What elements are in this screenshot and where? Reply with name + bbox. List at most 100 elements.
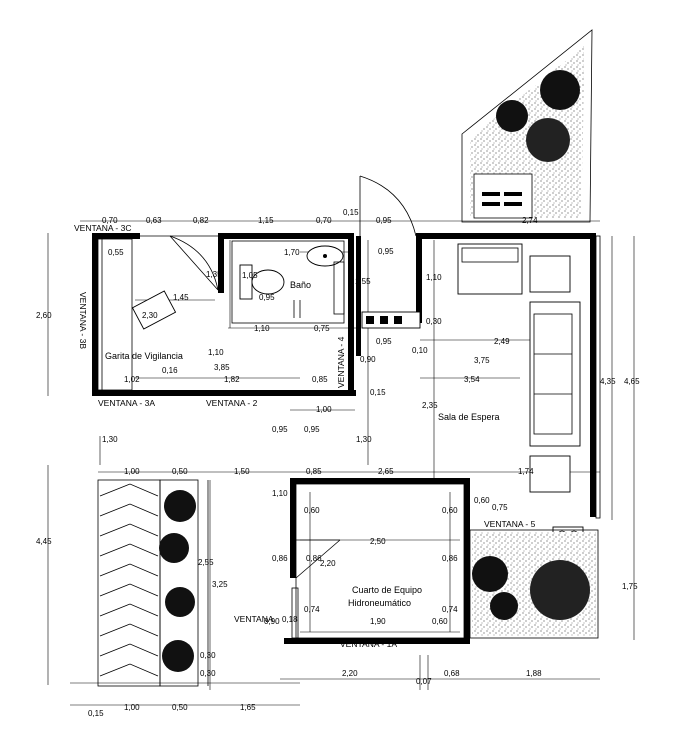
dim-text: 1,82 [224, 375, 240, 384]
dim-text: 0,10 [412, 346, 428, 355]
dim-text: 0,50 [172, 467, 188, 476]
dim-text: 1,30 [356, 435, 372, 444]
dim-text: 0,70 [316, 216, 332, 225]
dim-text: 1,02 [124, 375, 140, 384]
dim-text: 0,68 [444, 669, 460, 678]
dim-text: 0,30 [200, 651, 216, 660]
dim-text: 0,95 [259, 293, 275, 302]
dim-text: 0,60 [442, 506, 458, 515]
tree-icon [490, 592, 518, 620]
dim-text: 2,30 [142, 311, 158, 320]
dim-text: 1,10 [426, 273, 442, 282]
dim-text: 1,74 [518, 467, 534, 476]
dim-text: 3,54 [464, 375, 480, 384]
tree-icon [164, 490, 196, 522]
dim-text: 1,10 [272, 489, 288, 498]
dim-text: 0,85 [306, 467, 322, 476]
window-label-5: VENTANA - 5 [484, 519, 536, 529]
garita-room [92, 233, 356, 396]
tree-icon [165, 587, 195, 617]
tree-icon [472, 556, 508, 592]
dim-text: 2,65 [378, 467, 394, 476]
tree-icon [162, 640, 194, 672]
dimension-labels: 0,70 0,63 0,82 1,15 0,70 0,15 0,95 2,74 … [36, 208, 640, 718]
dim-text: 1,70 [284, 248, 300, 257]
dim-text: 3,25 [212, 580, 228, 589]
dim-text: 0,85 [312, 375, 328, 384]
left-garden [97, 479, 209, 687]
dimension-lines [47, 220, 635, 706]
window-label-3b: VENTANA - 3B [78, 292, 88, 349]
dim-text: 0,86 [442, 554, 458, 563]
sala-room [361, 233, 601, 544]
dim-text: 0,50 [172, 703, 188, 712]
dim-text: 0,90 [264, 617, 280, 626]
window-label-1a: VENTANA - 1A [340, 639, 397, 649]
dim-text: 0,60 [474, 496, 490, 505]
dim-text: 0,74 [304, 605, 320, 614]
dim-text: 1,45 [173, 293, 189, 302]
dim-text: 1,88 [526, 669, 542, 678]
dim-text: 0,86 [272, 554, 288, 563]
tree-icon [159, 533, 189, 563]
dim-text: 0,30 [200, 669, 216, 678]
tree-icon [530, 560, 590, 620]
desk-icon [361, 311, 421, 329]
dim-text: 1,75 [622, 582, 638, 591]
bano-room [224, 233, 354, 393]
dim-text: 1,00 [124, 703, 140, 712]
dim-text: 0,60 [304, 506, 320, 515]
dim-text: 0,95 [376, 216, 392, 225]
dim-text: 2,20 [342, 669, 358, 678]
dim-text: 1,65 [240, 703, 256, 712]
dim-text: 0,15 [88, 709, 104, 718]
dim-text: 3,75 [474, 356, 490, 365]
dim-text: 4,45 [36, 537, 52, 546]
dim-text: 2,50 [370, 537, 386, 546]
dim-text: 0,18 [282, 615, 298, 624]
dim-text: 0,07 [416, 677, 432, 686]
sala-label: Sala de Espera [438, 412, 500, 422]
dim-text: 0,63 [146, 216, 162, 225]
dim-text: 1,30 [102, 435, 118, 444]
dim-text: 3,85 [214, 363, 230, 372]
dim-text: 2,20 [320, 559, 336, 568]
dim-text: 0,16 [162, 366, 178, 375]
dim-text: 0,30 [426, 317, 442, 326]
dim-text: 0,15 [370, 388, 386, 397]
dim-text: 4,35 [600, 377, 616, 386]
toilet-icon [251, 269, 285, 295]
dim-text: 0,95 [304, 425, 320, 434]
dim-text: 1,10 [254, 324, 270, 333]
tree-icon [540, 70, 580, 110]
window-label-2: VENTANA - 2 [206, 398, 258, 408]
entrance-door [356, 175, 417, 356]
dim-text: 0,55 [108, 248, 124, 257]
cuarto-room [284, 478, 470, 644]
dim-text: 0,95 [378, 247, 394, 256]
tree-icon [526, 118, 570, 162]
dim-text: 4,65 [624, 377, 640, 386]
dim-text: 2,60 [36, 311, 52, 320]
side-table-2-icon [529, 455, 571, 493]
dim-text: 0,75 [492, 503, 508, 512]
dim-text: 0,74 [442, 605, 458, 614]
dim-text: 1,00 [124, 467, 140, 476]
cuarto-label-2: Hidroneumático [348, 598, 411, 608]
dim-text: 0,15 [343, 208, 359, 217]
sofa-icon [529, 301, 581, 447]
dim-text: 2,74 [522, 216, 538, 225]
garita-label: Garita de Vigilancia [105, 351, 183, 361]
dim-text: 0,75 [314, 324, 330, 333]
dim-text: 0,82 [193, 216, 209, 225]
window-label-4: VENTANA - 4 [336, 336, 346, 388]
tree-icon [496, 100, 528, 132]
lower-right-garden [469, 529, 599, 639]
dim-text: 1,90 [370, 617, 386, 626]
dim-text: 0,95 [376, 337, 392, 346]
window-label-3a: VENTANA - 3A [98, 398, 155, 408]
dim-text: 1,50 [234, 467, 250, 476]
dim-text: 1,35 [206, 270, 222, 279]
side-table-icon [529, 255, 571, 293]
